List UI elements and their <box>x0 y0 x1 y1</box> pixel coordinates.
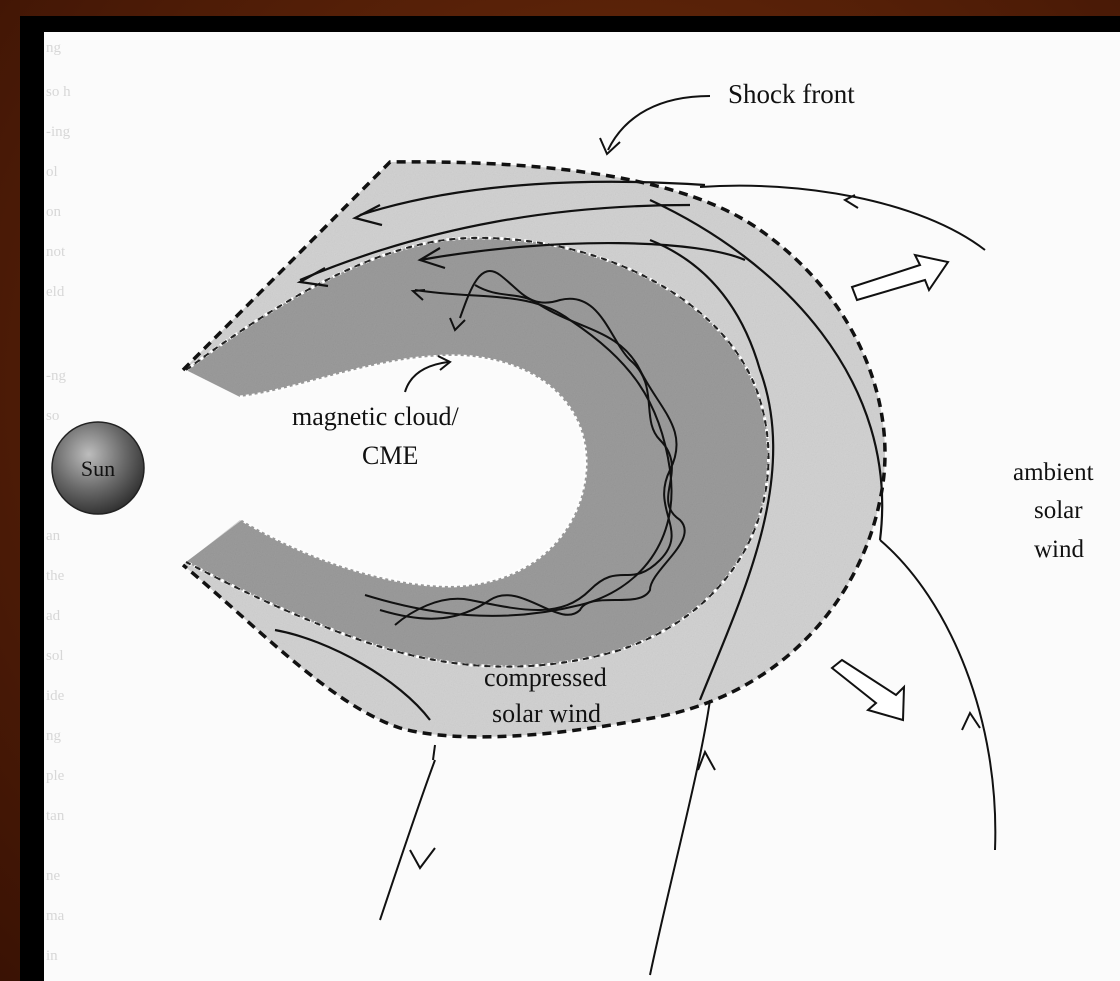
svg-text:an: an <box>46 528 61 544</box>
shock-front-label: Shock front <box>728 79 855 109</box>
magnetic-cloud-label-line2: CME <box>362 441 418 470</box>
svg-text:ol: ol <box>46 164 58 180</box>
svg-text:the: the <box>46 568 65 584</box>
ambient-label-line3: wind <box>1034 536 1085 563</box>
svg-text:sol: sol <box>46 648 64 664</box>
sun-label: Sun <box>81 456 115 481</box>
svg-text:not: not <box>46 244 66 260</box>
svg-text:-ng: -ng <box>46 368 66 384</box>
svg-text:ng: ng <box>46 40 62 56</box>
compressed-label-line1: compressed <box>484 663 607 692</box>
outward-arrow-lower <box>832 660 904 720</box>
ambient-label-line1: ambient <box>1013 459 1094 486</box>
svg-text:ide: ide <box>46 688 65 704</box>
svg-text:ne: ne <box>46 868 61 884</box>
magnetic-cloud-label-line1: magnetic cloud/ <box>292 402 460 431</box>
magnetic-cloud-pointer <box>405 356 450 392</box>
svg-text:-ing: -ing <box>46 124 71 140</box>
outward-arrow-upper <box>852 255 948 300</box>
svg-text:on: on <box>46 204 62 220</box>
ambient-label-line2: solar <box>1034 497 1083 524</box>
svg-text:ma: ma <box>46 908 65 924</box>
svg-text:eld: eld <box>46 284 65 300</box>
compressed-label-line2: solar wind <box>492 699 601 728</box>
svg-text:ad: ad <box>46 608 61 624</box>
svg-text:so h: so h <box>46 84 71 100</box>
shock-front-pointer <box>600 96 710 154</box>
svg-text:so: so <box>46 408 59 424</box>
svg-text:in: in <box>46 948 58 964</box>
svg-text:tan: tan <box>46 808 65 824</box>
svg-text:ng: ng <box>46 728 62 744</box>
svg-text:ple: ple <box>46 768 65 784</box>
